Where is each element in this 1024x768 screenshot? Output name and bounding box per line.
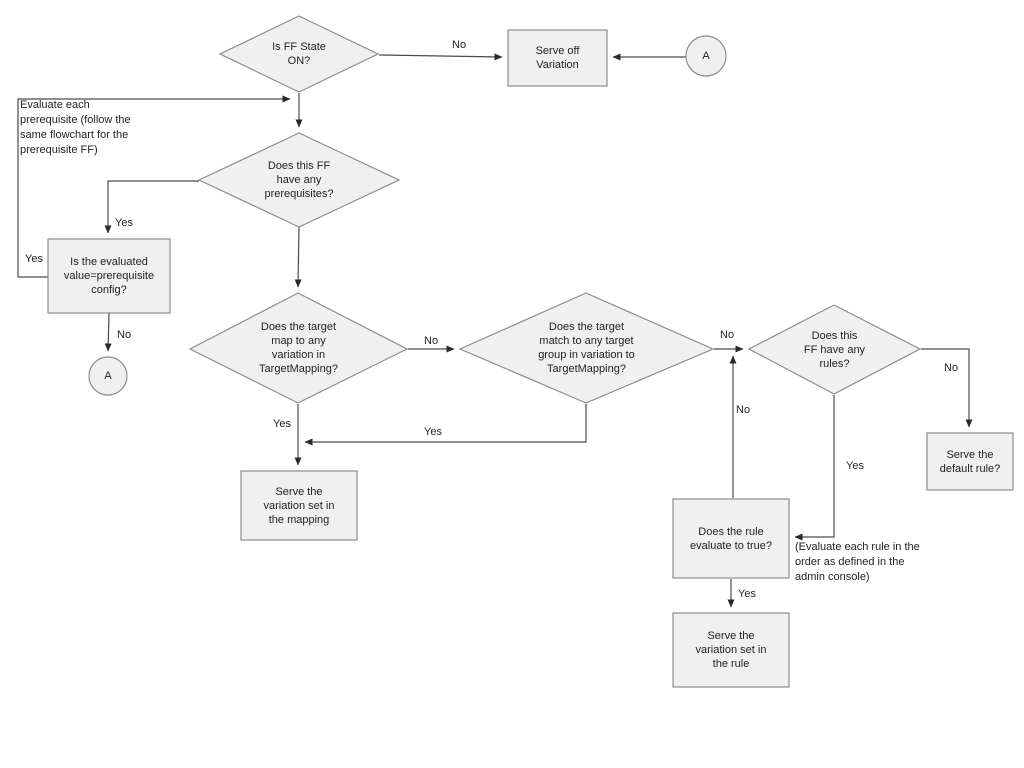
decision-target-group-match-shape xyxy=(458,292,715,404)
process-evaluated-value-check: Is the evaluated value=prerequisite conf… xyxy=(63,256,155,296)
edge-label-evaluated-yes: Yes xyxy=(25,253,43,265)
decision-target-group-match: Does the target match to any target grou… xyxy=(538,321,635,375)
edge-label-rules-no: No xyxy=(944,362,959,374)
edge-label-rule-eval-no: No xyxy=(736,404,751,416)
decision-target-mapping-shape xyxy=(188,292,409,404)
edge-label-map-no: No xyxy=(424,335,439,347)
edge-label-map-yes: Yes xyxy=(273,418,291,430)
connector-a-left: A xyxy=(104,370,112,382)
process-serve-default-rule: Serve the default rule? xyxy=(939,448,1001,475)
decision-is-ff-state-on: Is FF State ON? xyxy=(272,41,326,67)
edge-label-evaluated-no: No xyxy=(117,329,132,341)
process-evaluated-value-check-shape xyxy=(47,238,171,314)
connector-a-top: A xyxy=(702,50,710,62)
connector-a-left-shape xyxy=(88,356,128,396)
process-serve-default-rule-shape xyxy=(926,432,1014,491)
edge-label-match-yes: Yes xyxy=(424,426,442,438)
decision-target-mapping: Does the target map to any variation in … xyxy=(259,321,338,375)
edge-label-rules-yes: Yes xyxy=(846,460,864,472)
process-serve-off-variation-shape xyxy=(507,29,608,87)
edge-label-prereq-yes: Yes xyxy=(115,217,133,229)
decision-has-prerequisites: Does this FF have any prerequisites? xyxy=(264,160,334,200)
connector-evaluated-yes-return xyxy=(17,95,291,278)
connector-rules-yes xyxy=(794,395,835,541)
process-serve-variation-mapping-shape xyxy=(240,470,358,541)
connector-rules-no xyxy=(921,348,973,428)
process-serve-variation-rule: Serve the variation set in the rule xyxy=(695,630,767,670)
process-serve-off-variation: Serve off Variation xyxy=(535,45,580,71)
note-evaluate-rules: (Evaluate each rule in the order as defi… xyxy=(795,541,920,583)
edge-label-ffstate-no: No xyxy=(452,39,467,51)
decision-has-rules-shape xyxy=(747,304,922,395)
connector-ffstate-no xyxy=(378,53,503,61)
edge-label-match-no: No xyxy=(720,329,735,341)
edge-label-rule-eval-yes: Yes xyxy=(738,588,756,600)
process-serve-variation-rule-shape xyxy=(672,612,790,688)
decision-has-prerequisites-shape xyxy=(197,132,401,228)
decision-has-rules: Does this FF have any rules? xyxy=(803,329,866,370)
connector-a-top-shape xyxy=(685,35,727,77)
connector-evaluated-no xyxy=(104,312,112,352)
process-rule-evaluates-true: Does the rule evaluate to true? xyxy=(690,525,772,552)
connector-match-yes-join xyxy=(304,404,587,446)
process-serve-variation-mapping: Serve the variation set in the mapping xyxy=(263,485,335,526)
note-evaluate-prerequisite: Evaluate each prerequisite (follow the s… xyxy=(20,99,131,156)
connector-prereq-yes xyxy=(104,180,199,234)
decision-is-ff-state-on-shape xyxy=(218,15,380,93)
process-rule-evaluates-true-shape xyxy=(672,498,790,579)
connector-prereq-no-down xyxy=(294,226,302,288)
